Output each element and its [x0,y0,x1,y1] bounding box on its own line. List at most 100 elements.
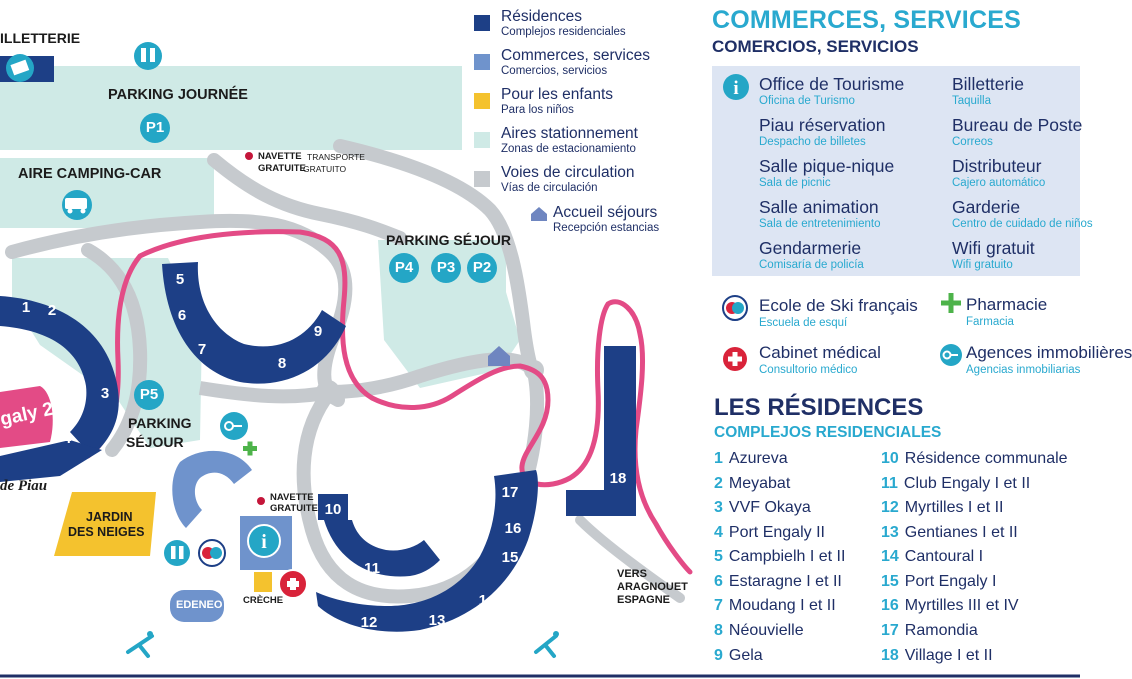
legend-item-circulation: Voies de circulation Vías de circulación [474,164,709,203]
building-18 [566,346,636,516]
legend-label: Commerces, services [501,47,650,64]
aragnouet-label: ARAGNOUET [617,581,688,593]
parking-journee-area [0,66,462,150]
jardin-label: JARDIN [86,510,133,524]
building-number-3: 3 [100,385,110,402]
keys-icon [940,344,962,366]
legend-label: Voies de circulation [501,164,635,181]
info-icon: i [723,74,749,100]
legend-sublabel: Recepción estancias [553,222,660,234]
road-right-diagonal [333,139,541,379]
building-number-9: 9 [313,323,323,340]
parking-sejour-left-label-2: SÉJOUR [126,434,184,450]
transporte-label: TRANSPORTE [307,152,365,162]
parking-p2-marker: P2 [467,253,497,283]
jardin-label-2: DES NEIGES [68,525,145,539]
gratuito-label: GRATUITO [303,164,347,174]
road-spur-left [198,381,332,404]
building-number-12: 12 [360,614,378,631]
road-top-diagonal [207,153,407,245]
roundabout-1 [316,380,340,404]
ski-school-icon [722,295,748,321]
jardin-des-neiges-area [54,492,156,556]
gratuite-label-2: GRATUITE [270,503,318,514]
aire-camping-car-label: AIRE CAMPING-CAR [18,166,162,182]
creche-area [254,572,272,592]
parking-sejour-left-label: PARKING [128,415,192,431]
building-12-17-arc [316,470,538,632]
engaly-sign [0,386,53,448]
legend-sublabel: Para los niños [501,104,574,116]
ski-path [85,229,693,575]
edeneo-label: EDENEO [176,599,223,611]
legend-label: Pour les enfants [501,86,614,103]
billetterie-label: ILLETTERIE [0,30,81,46]
building-number-14: 14 [478,592,496,609]
road-aragnouet [575,515,685,603]
navette-label: NAVETTE [258,151,302,162]
building-5-9-arc [162,262,346,384]
building-number-8: 8 [277,355,287,372]
info-icon [247,524,281,558]
gratuite-label: GRATUITE [258,163,306,174]
building-number-6: 6 [177,307,187,324]
shuttle-stop-icon-2 [257,497,265,505]
toilets-icon-2 [164,540,190,566]
legend-item-commerces: Commerces, services Comercios, servicios [474,47,709,86]
building-10 [318,494,348,520]
road-left-curve [81,243,148,457]
legend-swatch [474,15,490,31]
legend-sublabel: Zonas de estacionamiento [501,143,636,155]
legend-label: Résidences [501,8,582,25]
building-number-10: 10 [324,501,342,518]
services-subtitle: COMERCIOS, SERVICIOS [712,37,919,56]
legend-sublabel: Vías de circulación [501,182,598,194]
building-number-4: 4 [62,430,72,447]
legend-label: Aires stationnement [501,125,638,142]
building-number-2: 2 [47,302,57,319]
skier-icon [126,631,154,658]
piau-sign-label: de Piau [0,478,48,494]
legend-item-residences: Résidences Complejos residenciales [474,8,709,47]
pharmacy-icon [941,293,961,313]
services-title: COMMERCES, SERVICES [712,6,1021,34]
parking-sejour-top-label: PARKING SÉJOUR [386,232,511,248]
piau-sign [0,440,102,482]
commerce-building-edeneo [170,590,224,622]
legend-swatch [474,93,490,109]
building-number-13: 13 [428,612,446,629]
legend-sublabel: Complejos residenciales [501,26,626,38]
legend-swatch [474,132,490,148]
legend-item-stationnement: Aires stationnement Zonas de estacionami… [474,125,709,164]
camping-car-area [0,158,214,228]
home-icon [531,207,547,221]
svg-text:i: i [733,78,738,99]
navette-label-2: NAVETTE [270,492,314,503]
toilets-icon [134,42,162,70]
parking-journee-label: PARKING JOURNÉE [108,87,248,103]
home-icon [488,346,510,366]
building-number-7: 7 [197,341,207,358]
